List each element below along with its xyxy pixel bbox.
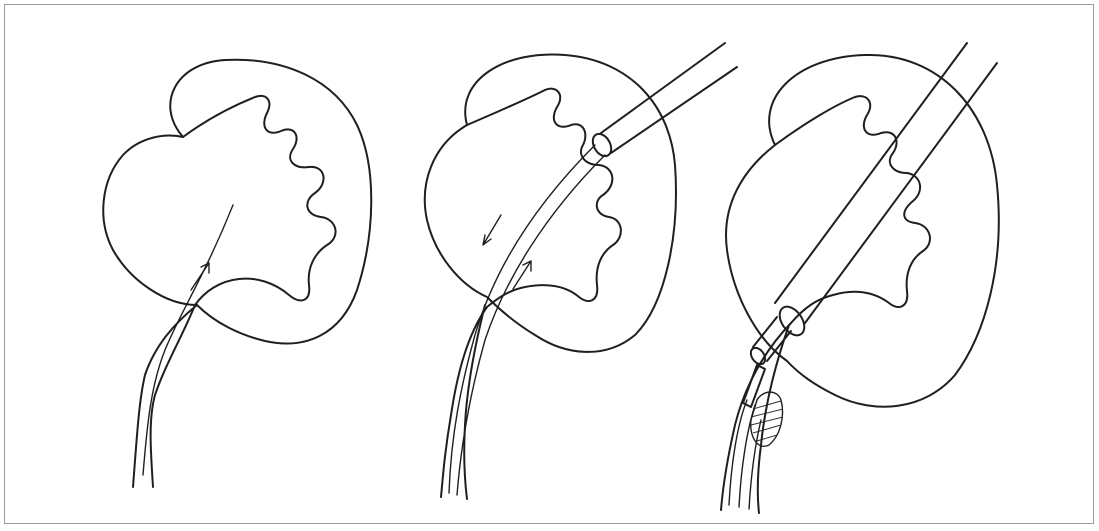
panel-3-wire-b (739, 405, 755, 507)
panel-3-renal-pelvis (775, 96, 930, 323)
panel-2-arrow-up-icon (513, 261, 531, 289)
panel-1-kidney-guidewire (103, 60, 371, 487)
panel-2-arrow-down-icon (483, 215, 501, 245)
panel-1-kidney-outline (103, 60, 371, 344)
panel-3-scope-top (775, 43, 967, 303)
panel-3-kidney-endoscope (721, 43, 999, 513)
panel-3-stone-icon (751, 392, 783, 446)
diagram-canvas (5, 5, 1095, 525)
panel-2-kidney-outline (425, 54, 676, 351)
panel-1-ureter-left (133, 305, 197, 487)
panel-2-sheath-tip (589, 131, 615, 160)
panel-3-scope-bottom (805, 63, 997, 323)
panel-2-renal-pelvis (467, 89, 621, 307)
panel-2-wire-a (449, 145, 595, 493)
panel-1-arrow-icon (191, 263, 209, 290)
panel-2-kidney-sheath (425, 43, 737, 499)
panel-1-renal-pelvis (183, 96, 336, 305)
figure-frame (4, 4, 1094, 524)
panel-1-guidewire (143, 205, 233, 475)
